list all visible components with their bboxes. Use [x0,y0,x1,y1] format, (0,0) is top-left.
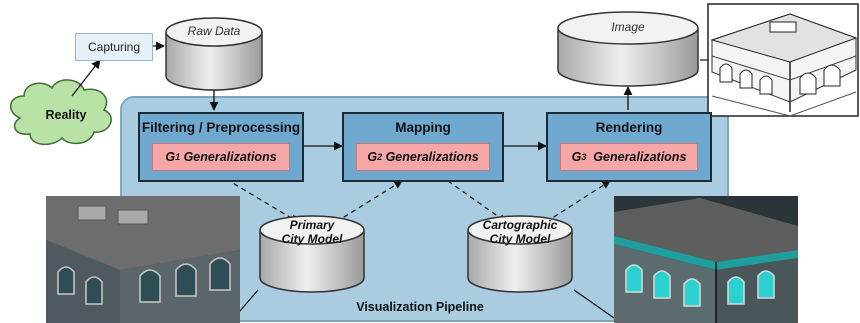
arrow-primary-mapping [335,180,403,223]
gen-subscript: 3 [581,152,587,162]
arrow-filtering-primary [225,178,299,223]
gen-text: Generalizations [180,150,277,164]
stage-title: Rendering [595,120,663,135]
primary-city-model-database [259,215,365,293]
primary-city-model-label: Primary City Model [264,218,360,246]
arrow-mapping-cartographic [447,180,507,223]
reality-label: Reality [45,108,87,122]
gen-letter: G [165,150,176,164]
image-label: Image [611,20,645,34]
sketch-building-image [707,3,859,117]
gen-letter: G [571,150,582,164]
primary-label-line2: City Model [281,232,343,246]
stage-title: Mapping [395,120,451,135]
cartographic-city-model-label: Cartographic City Model [466,218,574,246]
gen-text: Generalizations [382,150,479,164]
capturing-box: Capturing [75,33,153,61]
capturing-label: Capturing [87,40,141,54]
image-database [557,11,699,87]
cartographic-city-model-database [467,215,573,293]
pipeline-label: Visualization Pipeline [356,300,484,314]
raw-data-database [165,17,263,91]
primary-label-line1: Primary [289,218,335,232]
line-cartographic-photo [573,289,615,319]
raw-data-label: Raw Data [187,24,241,38]
cartographic-label-line2: City Model [489,232,551,246]
cartographic-label-line1: Cartographic [482,218,558,232]
reality-cloud [10,79,112,146]
cartographic-building-photo [614,196,798,323]
stage-title: Filtering / Preprocessing [141,120,301,135]
gen-letter: G [367,150,378,164]
arrow-reality-capturing [71,59,101,97]
gen-subscript: 2 [377,152,383,162]
primary-building-photo [46,196,240,323]
arrow-cartographic-rendering [545,180,611,223]
gen-subscript: 1 [175,152,181,162]
gen-text: Generalizations [586,150,687,164]
